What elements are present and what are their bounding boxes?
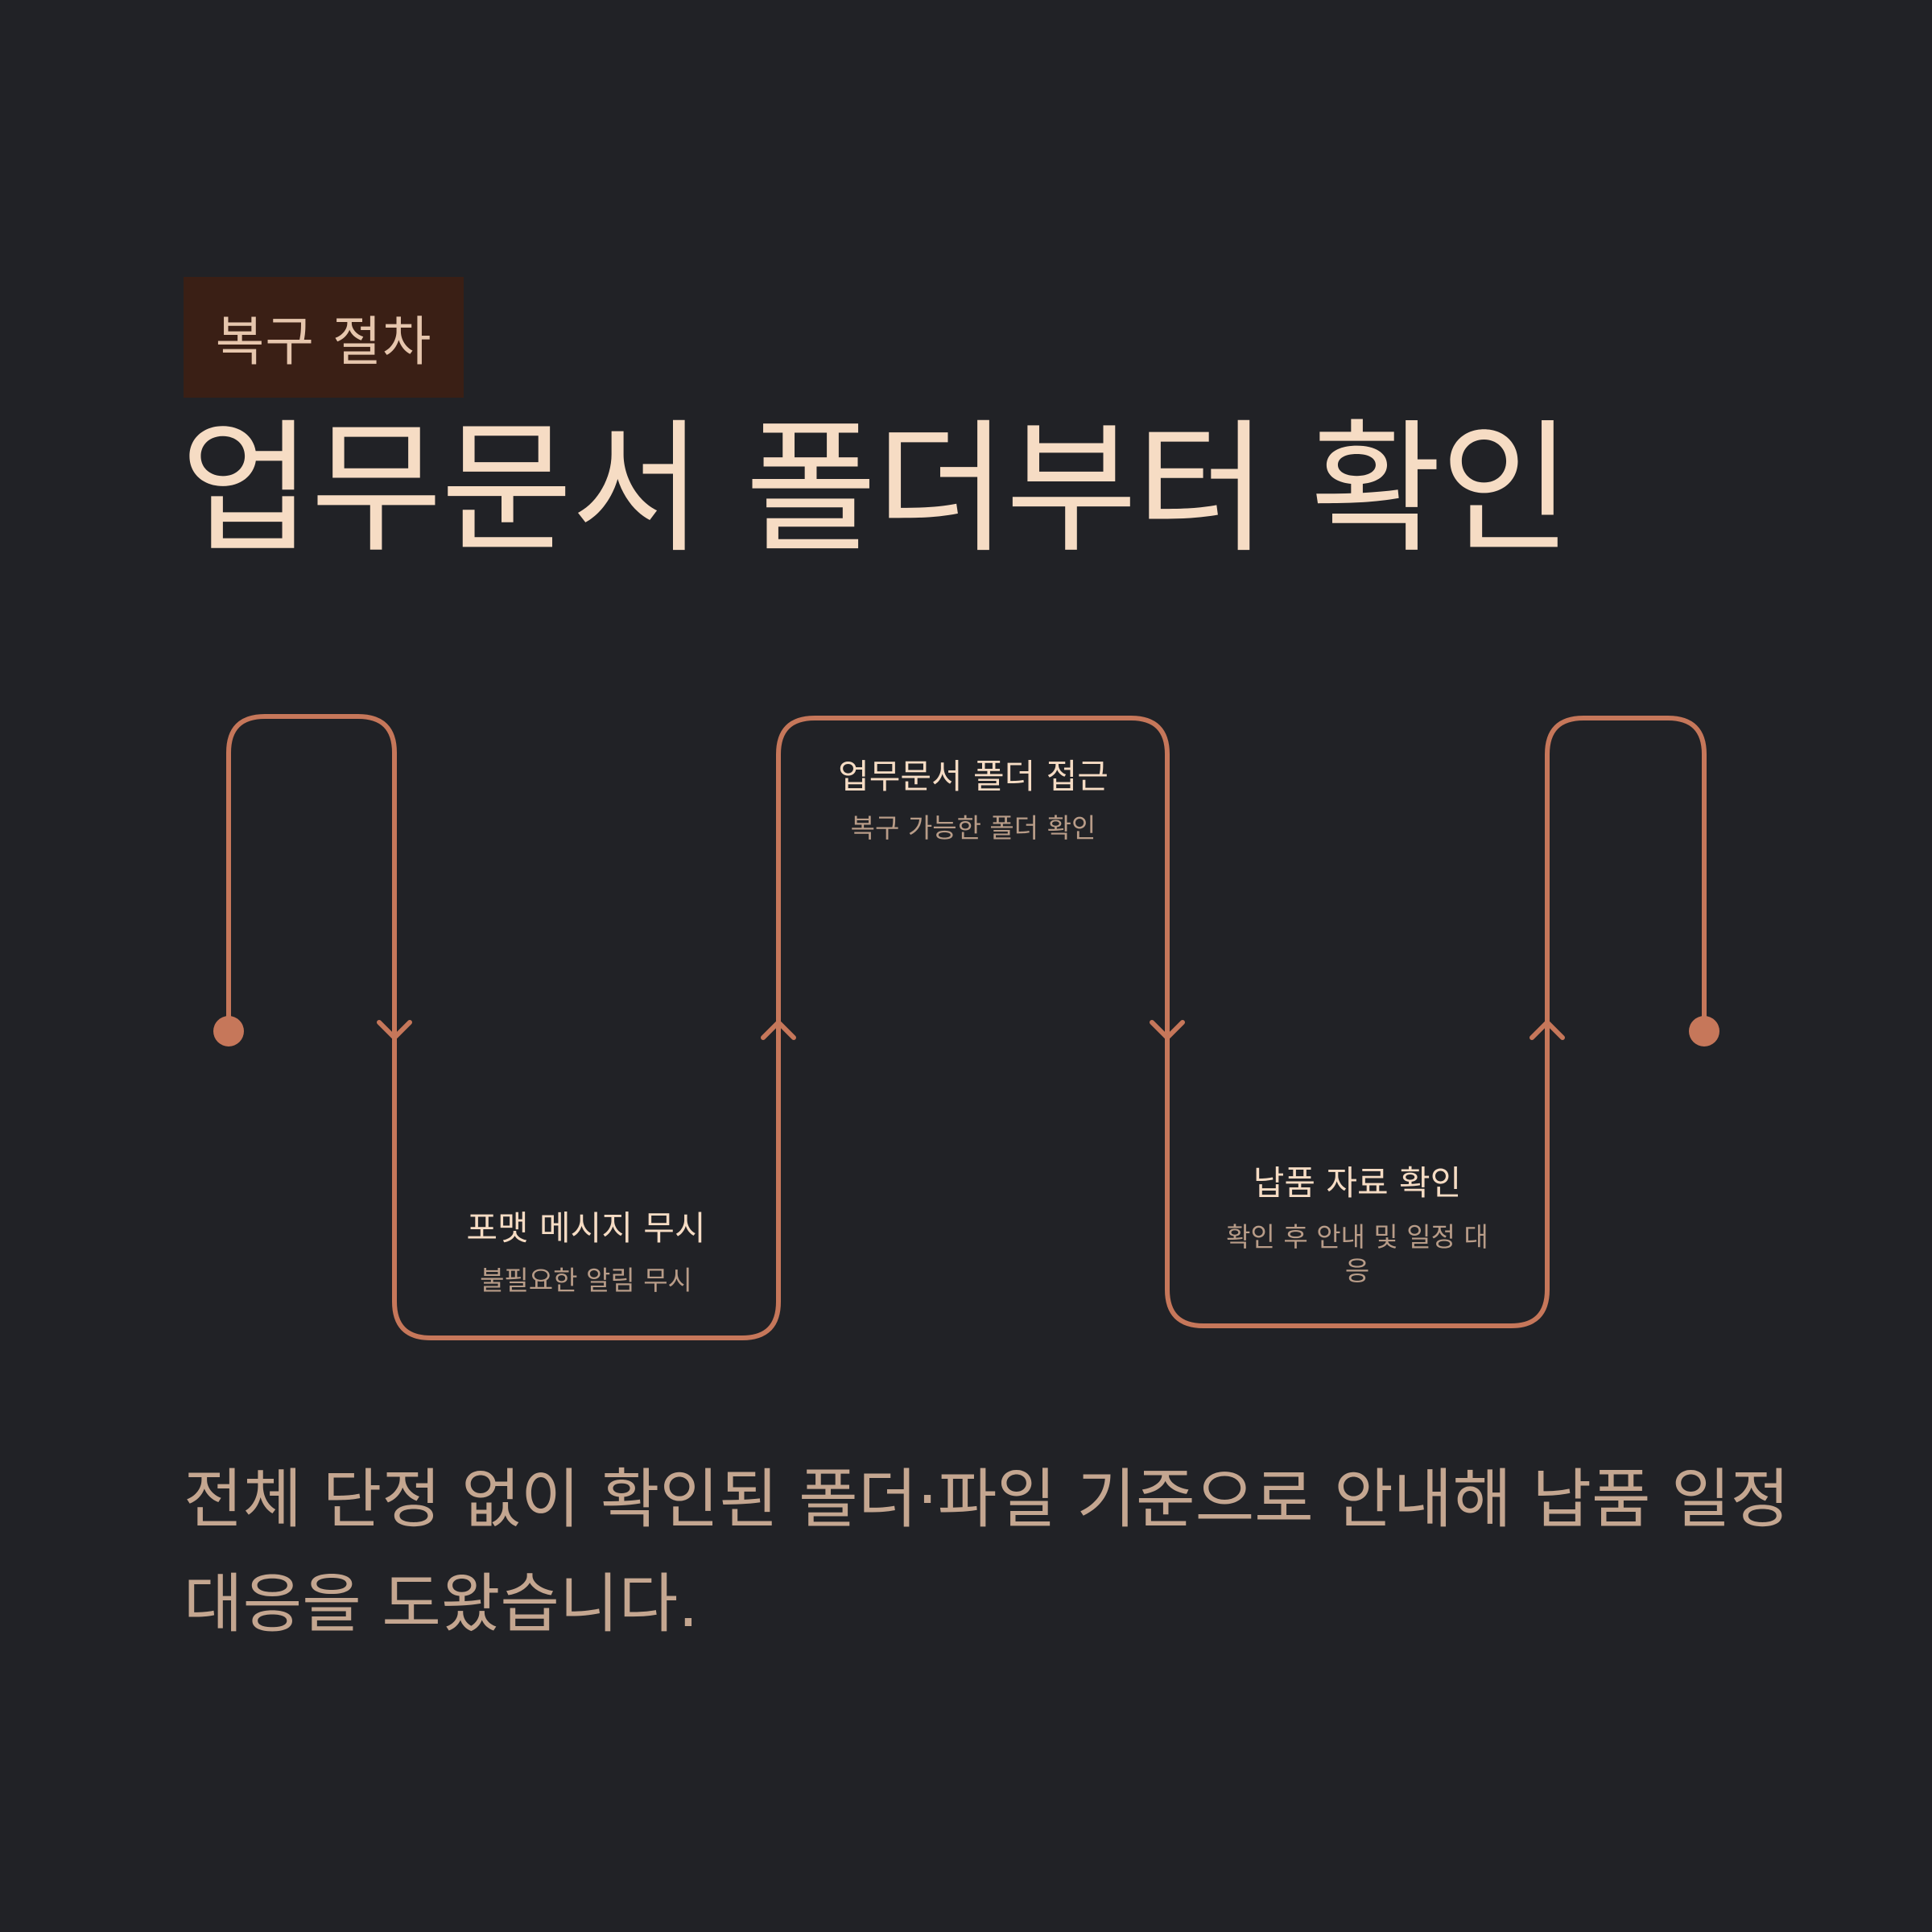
step-1-description: 불필요한 알림 무시 bbox=[480, 1265, 692, 1296]
arrow-up-icon bbox=[1530, 1020, 1565, 1040]
step-3-label: 납품 자료 확인 bbox=[1253, 1163, 1462, 1203]
summary-line-1: 전체 단정 없이 확인된 폴더·파일 기준으로 안내해 납품 일정 bbox=[184, 1462, 1790, 1537]
section-badge-label: 복구 절차 bbox=[215, 311, 432, 373]
summary-text: 전체 단정 없이 확인된 폴더·파일 기준으로 안내해 납품 일정 대응을 도왔… bbox=[184, 1447, 1794, 1657]
step-2-label: 업무문서 폴더 접근 bbox=[838, 757, 1108, 796]
flow-end-dot bbox=[1689, 1016, 1719, 1046]
flow-path bbox=[226, 714, 1707, 1340]
step-3-description-line-2: 응 bbox=[1345, 1255, 1369, 1286]
arrow-down-icon bbox=[1150, 1020, 1185, 1040]
section-badge: 복구 절차 bbox=[184, 277, 464, 398]
step-1-label: 포맷 메시지 무시 bbox=[466, 1208, 705, 1248]
arrow-down-icon bbox=[377, 1020, 412, 1040]
flow-start-dot bbox=[213, 1016, 244, 1046]
page-title: 업무문서 폴더부터 확인 bbox=[180, 406, 1572, 572]
step-3-description-line-1: 확인 후 안내 및 일정 대 bbox=[1226, 1221, 1488, 1253]
summary-line-2: 대응을 도왔습니다. bbox=[184, 1567, 699, 1641]
step-2-description: 복구 가능한 폴더 확인 bbox=[851, 812, 1096, 844]
arrow-up-icon bbox=[761, 1020, 796, 1040]
